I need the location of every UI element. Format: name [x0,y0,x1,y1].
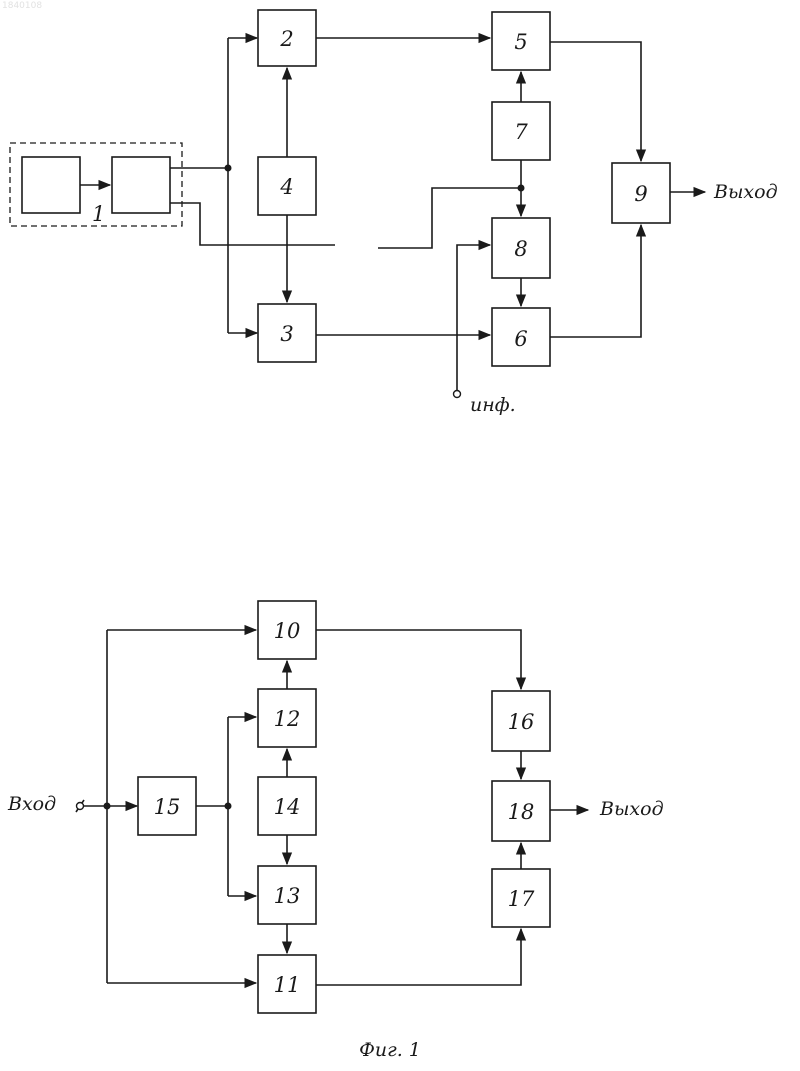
block-2-label: 2 [279,27,293,51]
block-14-label: 14 [274,795,301,819]
block-12-label: 12 [274,707,301,731]
block-15-label: 15 [154,795,181,819]
figure-caption: Фиг. 1 [359,1039,421,1061]
input-label: Вход [7,793,56,815]
block-17-label: 17 [508,887,535,911]
connector-6-9 [550,225,641,337]
group-1-right-block [112,157,170,213]
group-1-label: 1 [92,202,105,226]
bottom-diagram: Вход 15 10 12 14 13 11 16 18 [7,601,664,1013]
block-13-label: 13 [274,884,301,908]
block-7-label: 7 [514,120,528,144]
block-3-label: 3 [280,322,293,346]
connector-10-16 [316,630,521,689]
block-16-label: 16 [508,710,535,734]
output-label-top: Выход [713,181,778,203]
info-terminal [454,391,461,398]
output-label-bottom: Выход [599,798,664,820]
connector-11-17 [316,929,521,985]
watermark: 1840108 [2,1,42,11]
connector-5-9 [550,42,641,161]
block-5-label: 5 [514,30,527,54]
block-8-label: 8 [514,237,527,261]
block-4-label: 4 [279,175,293,199]
block-9-label: 9 [634,182,647,206]
group-1-left-block [22,157,80,213]
block-6-label: 6 [514,327,527,351]
connector-info-8 [457,245,490,390]
top-diagram: 1 2 4 3 5 7 8 6 и [10,10,778,416]
block-18-label: 18 [508,800,535,824]
block-11-label: 11 [274,973,301,997]
info-label: инф. [470,394,516,416]
block-10-label: 10 [274,619,301,643]
input-terminal [77,803,84,810]
